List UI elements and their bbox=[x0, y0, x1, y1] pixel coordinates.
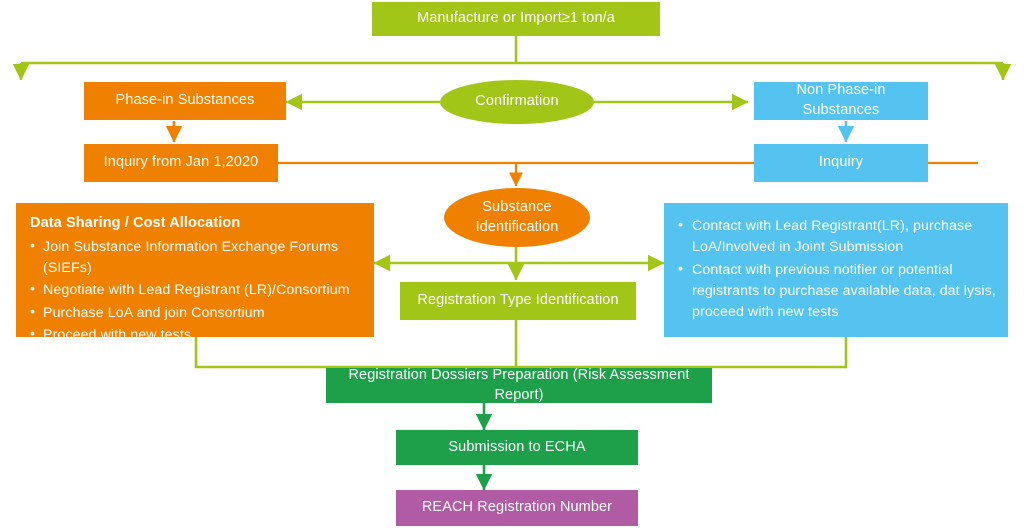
node-non-phase-in-substances[interactable]: Non Phase-in Substances bbox=[754, 82, 928, 120]
node-inquiry-from-jan[interactable]: Inquiry from Jan 1,2020 bbox=[84, 144, 278, 182]
list-item: Negotiate with Lead Registrant (LR)/Cons… bbox=[30, 279, 362, 301]
node-substance-identification[interactable]: Substance Identification bbox=[444, 188, 590, 247]
node-data-sharing-header: Data Sharing / Cost Allocation bbox=[30, 215, 241, 231]
node-phase-in-label: Phase-in Substances bbox=[115, 92, 255, 109]
node-substance-identification-line1: Substance bbox=[482, 198, 552, 215]
node-registration-type-label: Registration Type Identification bbox=[417, 292, 619, 309]
node-inquiry-label: Inquiry bbox=[818, 154, 864, 171]
node-phase-in-substances[interactable]: Phase-in Substances bbox=[84, 82, 286, 120]
node-non-phase-in-label: Non Phase-in Substances bbox=[796, 82, 886, 118]
list-item: Contact with previous notifier or potent… bbox=[678, 259, 996, 324]
node-inquiry-jan-label: Inquiry from Jan 1,2020 bbox=[103, 154, 259, 171]
node-submission-to-echa[interactable]: Submission to ECHA bbox=[396, 430, 638, 465]
node-confirmation[interactable]: Confirmation bbox=[440, 80, 594, 124]
list-item: Join Substance Information Exchange Foru… bbox=[30, 236, 362, 280]
node-reach-registration-number[interactable]: REACH Registration Number bbox=[396, 490, 638, 526]
node-manufacture-or-import[interactable]: Manufacture or Import≥1 ton/a bbox=[372, 2, 660, 36]
list-item: Contact with Lead Registrant(LR), purcha… bbox=[678, 215, 996, 259]
node-inquiry[interactable]: Inquiry bbox=[754, 144, 928, 182]
node-registration-type-identification[interactable]: Registration Type Identification bbox=[400, 282, 636, 320]
connector-manufacture-split bbox=[12, 36, 1012, 81]
node-data-sharing-cost-allocation[interactable]: Data Sharing / Cost Allocation Join Subs… bbox=[16, 203, 374, 346]
node-contact-registrant-list: Contact with Lead Registrant(LR), purcha… bbox=[678, 215, 996, 324]
node-dossiers-label: Registration Dossiers Preparation (Risk … bbox=[348, 366, 690, 403]
node-registration-dossiers-preparation[interactable]: Registration Dossiers Preparation (Risk … bbox=[326, 366, 712, 403]
node-data-sharing-list: Join Substance Information Exchange Foru… bbox=[30, 236, 362, 346]
node-reach-number-label: REACH Registration Number bbox=[421, 499, 613, 516]
list-item: Purchase LoA and join Consortium bbox=[30, 302, 362, 324]
node-manufacture-label: Manufacture or Import≥1 ton/a bbox=[417, 10, 615, 27]
list-item: Proceed with new tests bbox=[30, 324, 362, 346]
node-submission-label: Submission to ECHA bbox=[448, 438, 586, 455]
node-substance-identification-line2: Identification bbox=[475, 218, 559, 235]
node-confirmation-label: Confirmation bbox=[475, 93, 559, 110]
node-contact-lead-registrant[interactable]: Contact with Lead Registrant(LR), purcha… bbox=[664, 203, 1008, 337]
